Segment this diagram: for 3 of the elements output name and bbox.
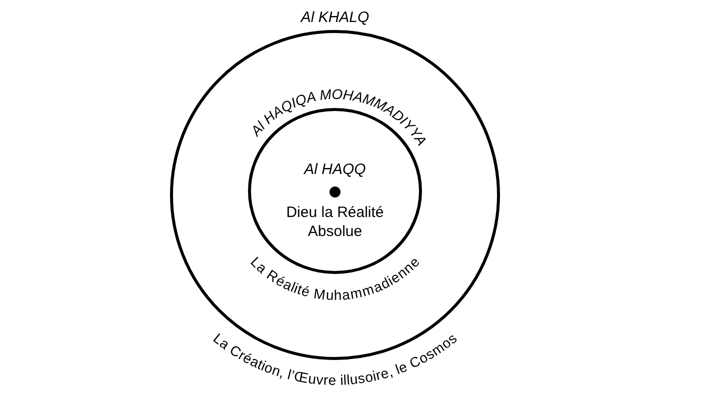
circle-heading: Al KHALQ (299, 8, 370, 27)
circle-heading: Al HAQQ (302, 160, 367, 179)
circle-text: Dieu la Réalité Absolue (285, 203, 385, 241)
